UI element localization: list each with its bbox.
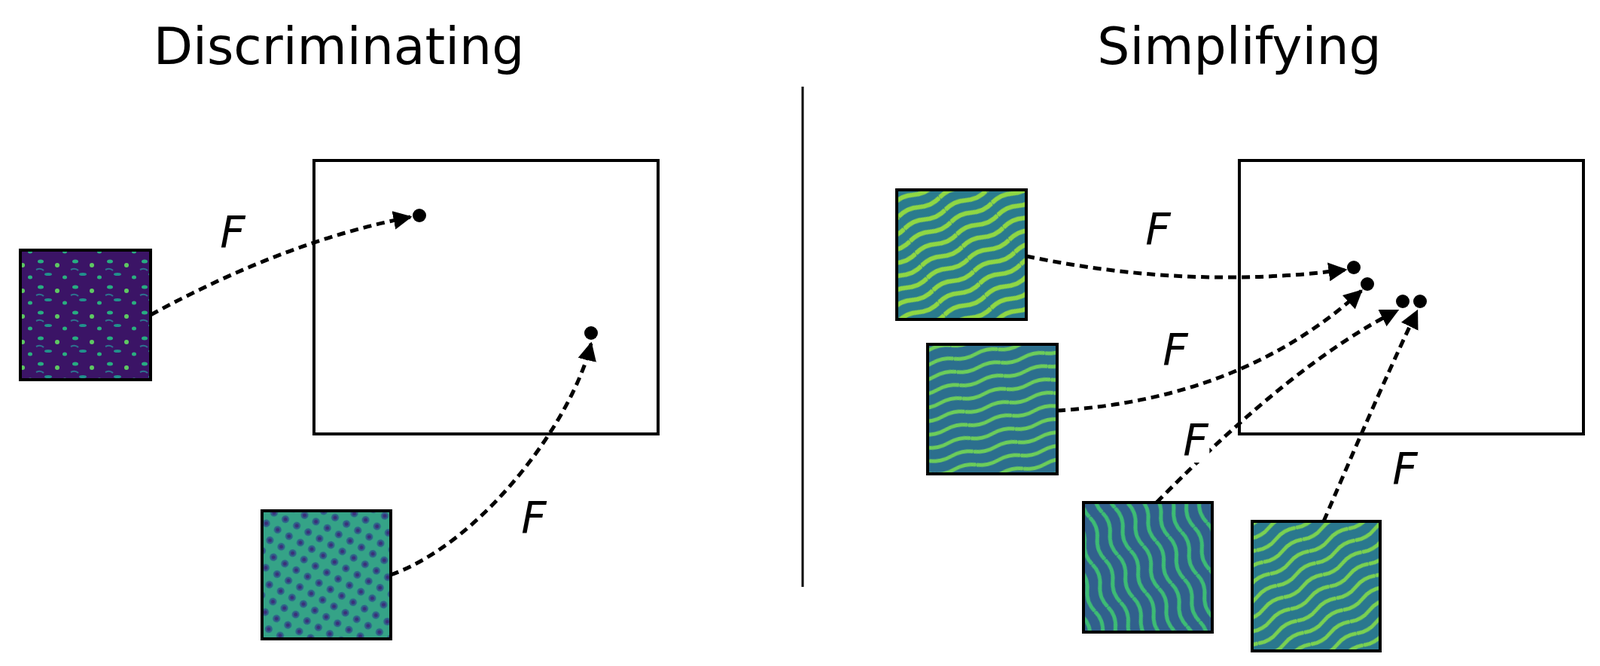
mapping-label: F: [1143, 207, 1172, 252]
panel-heading: Discriminating: [153, 21, 525, 73]
feature-space: [313, 160, 659, 434]
mapping-arrow: [1026, 256, 1346, 278]
pattern-image: [20, 249, 151, 380]
panel-heading: Simplifying: [1097, 21, 1381, 73]
mapping-arrow: [1156, 310, 1398, 503]
pattern-image: [1083, 502, 1213, 632]
mapping-arrow: [1057, 290, 1362, 411]
pattern-image: [896, 189, 1027, 320]
feature-space: [1239, 160, 1584, 434]
feature-point: [1413, 294, 1427, 308]
mapping-label: F: [1181, 418, 1210, 463]
divider: [801, 86, 805, 587]
mapping-arrow: [390, 343, 592, 575]
feature-point: [412, 208, 427, 223]
mapping-label: F: [218, 210, 247, 255]
feature-point: [1360, 277, 1375, 291]
feature-point: [1395, 294, 1410, 308]
pattern-image: [927, 344, 1058, 474]
mapping-arrow: [150, 216, 411, 315]
pattern-image: [262, 510, 391, 639]
mapping-label: F: [1161, 328, 1189, 372]
feature-point: [584, 326, 598, 340]
pattern-image: [1252, 521, 1381, 651]
feature-point: [1347, 260, 1361, 275]
mapping-label: F: [519, 496, 548, 540]
mapping-label: F: [1390, 447, 1419, 491]
